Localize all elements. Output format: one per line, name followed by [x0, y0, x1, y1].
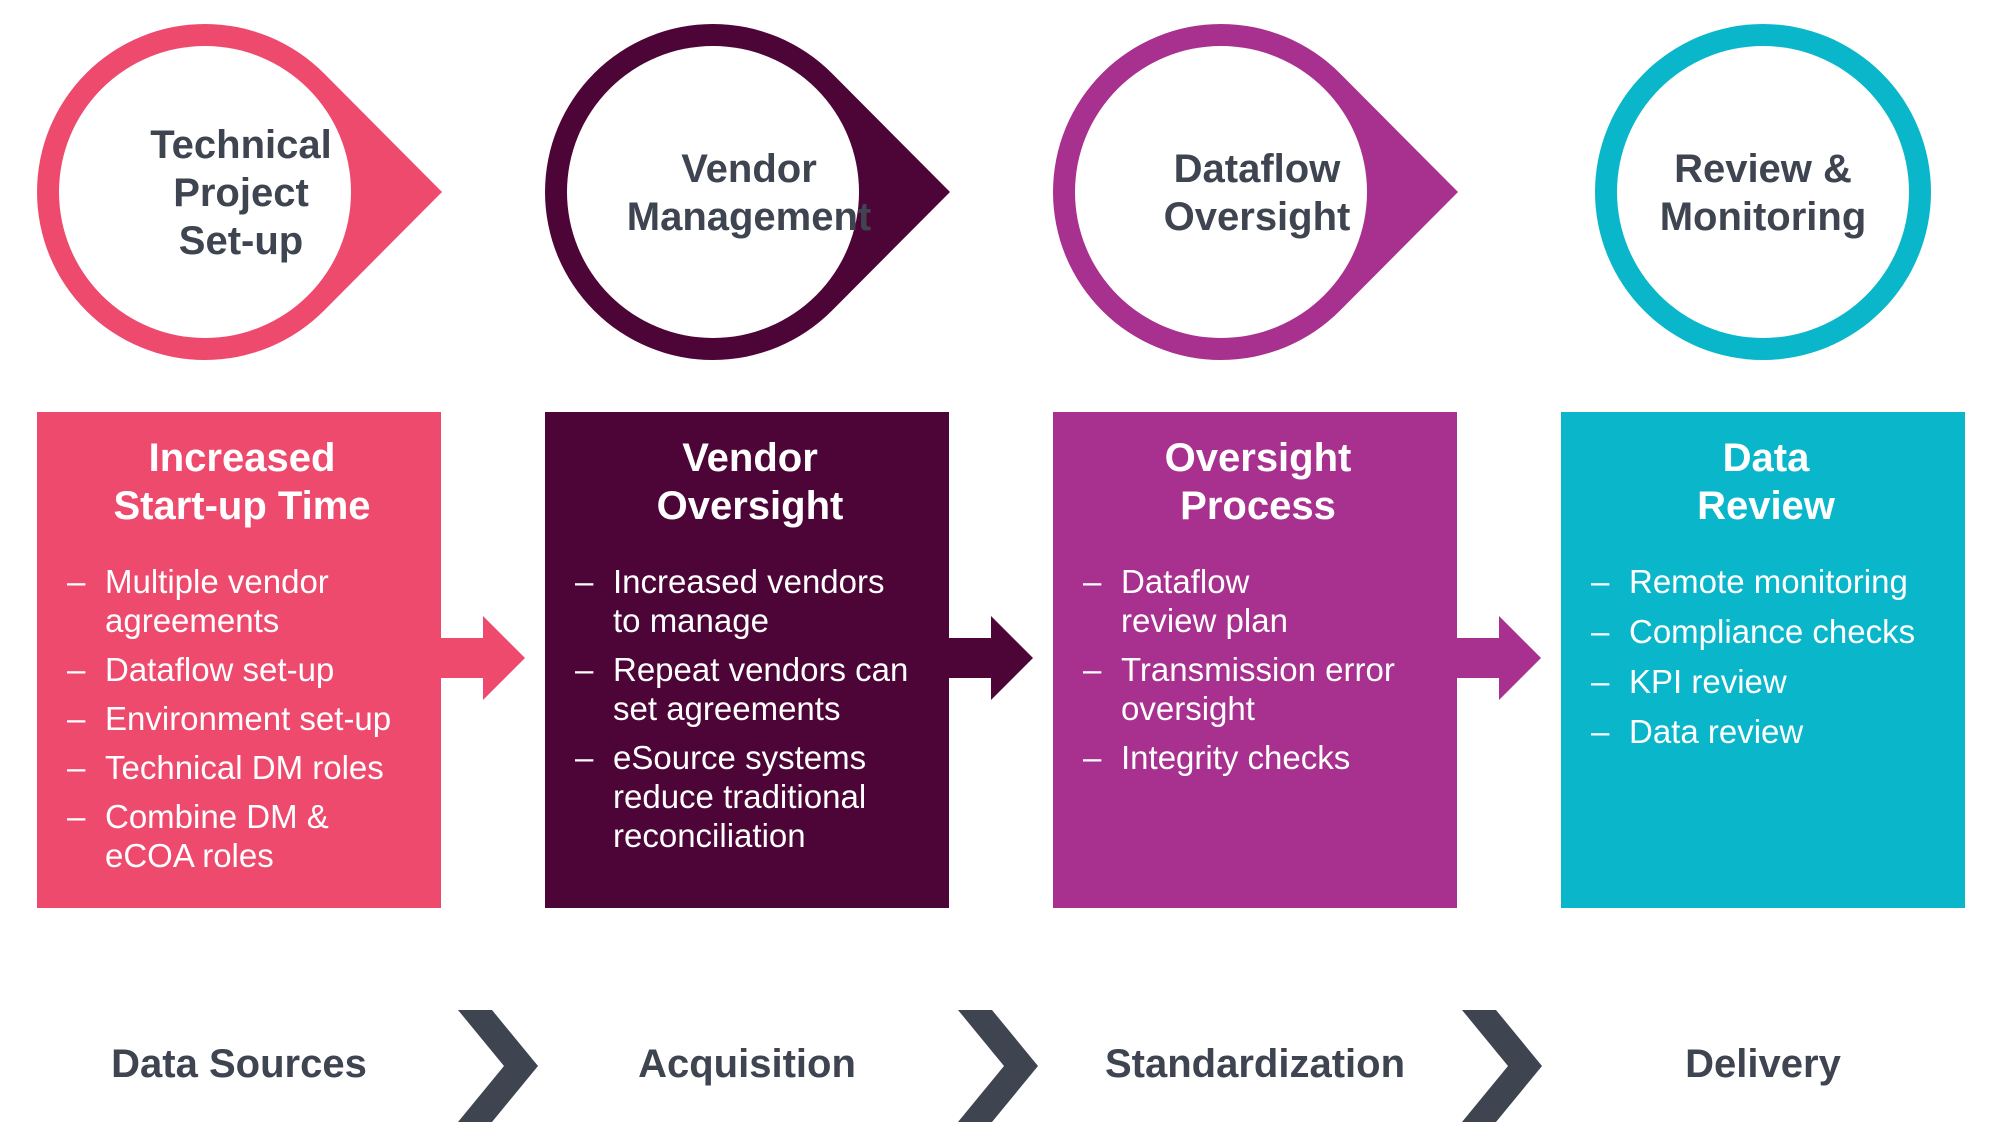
bullet-dash: –	[67, 798, 86, 835]
bullet-item: –Dataflow set-up	[67, 651, 335, 688]
pin-shape	[37, 24, 442, 361]
bullet-dash: –	[575, 739, 594, 776]
bullet-dash: –	[1083, 651, 1102, 688]
bullet-item: –KPI review	[1591, 663, 1787, 700]
chevron-right-icon	[1462, 1010, 1542, 1122]
stage-technical-setup: Technical Project Set-up Increased Start…	[37, 0, 442, 1147]
stage-review-monitoring: Review & Monitoring Data Review –Remote …	[1561, 0, 1965, 1147]
bullet-item: –Increased vendors to manage	[575, 563, 885, 639]
stage-card: Increased Start-up Time –Multiple vendor…	[37, 412, 441, 908]
footer-label: Delivery	[1685, 1042, 1841, 1086]
bullet-list: –Increased vendors to manage –Repeat ven…	[575, 562, 925, 855]
stage-pin	[545, 24, 985, 364]
bullet-dash: –	[1591, 663, 1610, 700]
chevron-right-icon	[958, 1010, 1038, 1122]
bullet-item: –Repeat vendors can set agreements	[575, 651, 909, 727]
footer-label: Standardization	[1104, 1042, 1406, 1086]
stage-pin	[37, 24, 477, 364]
bullet-item: –Technical DM roles	[67, 749, 384, 786]
bullet-dash: –	[1083, 563, 1102, 600]
bullet-item: –Dataflow review plan	[1083, 563, 1288, 639]
bullet-list: –Remote monitoring –Compliance checks –K…	[1591, 562, 1941, 751]
stage-dataflow-oversight: Dataflow Oversight Oversight Process –Da…	[1053, 0, 1458, 1147]
stage-card: Data Review –Remote monitoring –Complian…	[1561, 412, 1965, 908]
bullet-item: –Multiple vendor agreements	[67, 563, 329, 639]
pin-title: Technical Project Set-up	[150, 123, 332, 263]
bullet-dash: –	[575, 563, 594, 600]
bullet-dash: –	[1591, 713, 1610, 750]
bullet-dash: –	[1591, 613, 1610, 650]
footer-label: Acquisition	[638, 1042, 856, 1086]
pin-shape	[545, 24, 950, 361]
pin-shape	[1053, 24, 1458, 361]
card-title: Oversight Process	[1164, 436, 1352, 528]
bullet-item: –Transmission error oversight	[1083, 651, 1395, 727]
bullet-item: –Data review	[1591, 713, 1804, 750]
pin-title: Vendor Management	[626, 147, 872, 239]
card-title: Increased Start-up Time	[113, 436, 371, 528]
bullet-dash: –	[1591, 563, 1610, 600]
card-title: Vendor Oversight	[656, 436, 844, 528]
pin-title: Dataflow Oversight	[1163, 147, 1351, 239]
bullet-item: –Compliance checks	[1591, 613, 1916, 650]
bullet-dash: –	[67, 651, 86, 688]
bullet-dash: –	[67, 563, 86, 600]
stage-pin	[1561, 24, 2000, 364]
bullet-item: –eSource systems reduce traditional reco…	[575, 739, 867, 854]
connector-arrow	[441, 616, 525, 700]
bullet-list: –Dataflow review plan –Transmission erro…	[1083, 562, 1433, 777]
stage-card: Vendor Oversight –Increased vendors to m…	[545, 412, 949, 908]
connector-arrow	[1457, 616, 1541, 700]
chevron-right-icon	[458, 1010, 538, 1122]
connector-arrow	[949, 616, 1033, 700]
bullet-item: –Combine DM & eCOA roles	[67, 798, 329, 874]
bullet-dash: –	[67, 749, 86, 786]
ring-shape	[1595, 24, 1931, 360]
footer-label: Data Sources	[111, 1042, 367, 1086]
bullet-item: –Remote monitoring	[1591, 563, 1908, 600]
pin-title: Review & Monitoring	[1659, 147, 1867, 239]
bullet-dash: –	[1083, 739, 1102, 776]
bullet-dash: –	[575, 651, 594, 688]
bullet-item: –Integrity checks	[1083, 739, 1351, 776]
bullet-item: –Environment set-up	[67, 700, 392, 737]
stage-card: Oversight Process –Dataflow review plan …	[1053, 412, 1457, 908]
stage-pin	[1053, 24, 1493, 364]
card-title: Data Review	[1697, 436, 1835, 528]
bullet-list: –Multiple vendor agreements –Dataflow se…	[67, 562, 417, 875]
bullet-dash: –	[67, 700, 86, 737]
stage-vendor-management: Vendor Management Vendor Oversight –Incr…	[545, 0, 950, 1147]
